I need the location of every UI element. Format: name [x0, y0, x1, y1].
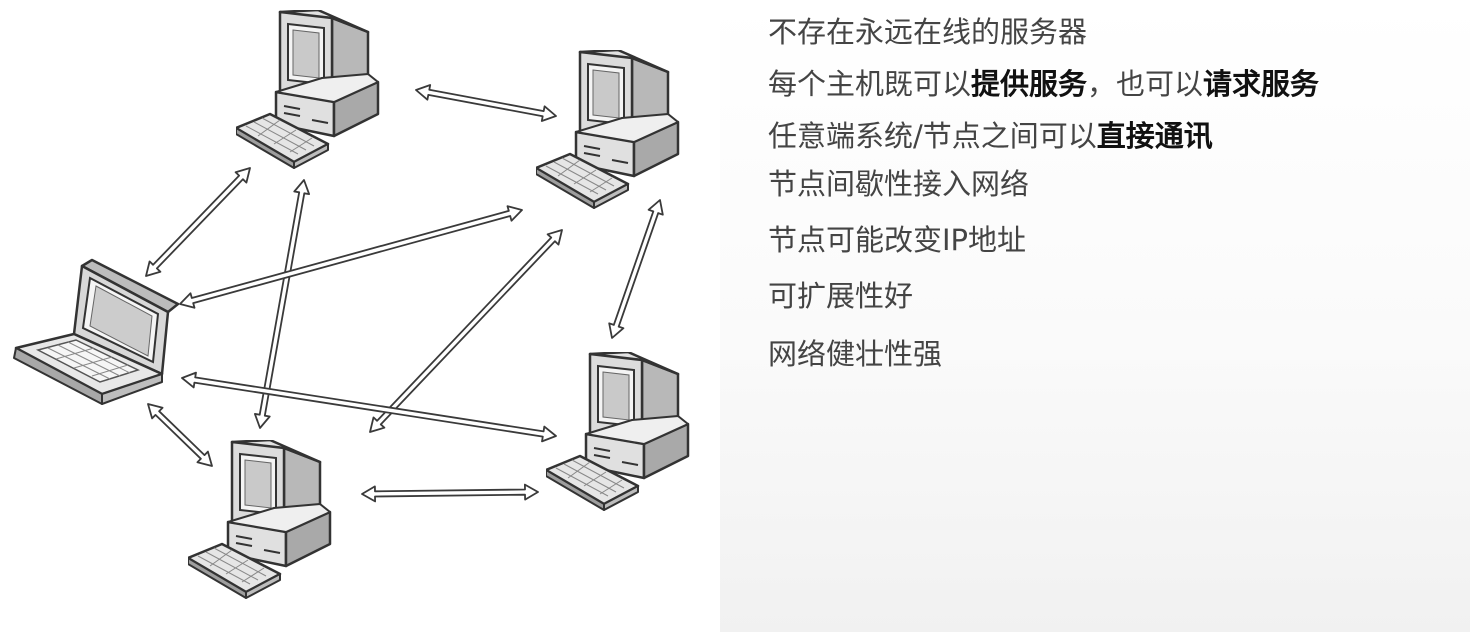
- feature-item: 可扩展性好: [768, 276, 913, 316]
- link-arrow-desktop-top-desktop-bottom: [253, 179, 311, 429]
- link-arrow-desktop-top-desktop-right-top: [415, 84, 557, 122]
- laptop-icon-laptop-left: [12, 258, 180, 406]
- feature-text: 每个主机既可以: [768, 67, 972, 101]
- link-arrow-laptop-left-desktop-right-bottom: [181, 371, 557, 443]
- feature-text: 节点可能改变IP地址: [768, 223, 1027, 257]
- desktop-icon-desktop-top: [236, 10, 380, 170]
- feature-item: 节点间歇性接入网络: [768, 164, 1029, 204]
- feature-emphasis: 请求服务: [1203, 67, 1320, 101]
- feature-item: 网络健壮性强: [768, 334, 942, 374]
- feature-item: 每个主机既可以提供服务，也可以请求服务: [768, 64, 1319, 104]
- feature-text: 不存在永远在线的服务器: [768, 15, 1088, 49]
- feature-emphasis: 提供服务: [971, 67, 1088, 101]
- feature-text: ，也可以: [1087, 67, 1204, 101]
- feature-text: 网络健壮性强: [768, 337, 943, 371]
- feature-item: 不存在永远在线的服务器: [768, 12, 1087, 52]
- link-arrow-desktop-right-top-desktop-right-bottom: [608, 199, 664, 339]
- feature-item: 任意端系统/节点之间可以直接通讯: [768, 116, 1213, 156]
- link-arrow-desktop-top-laptop-left: [145, 167, 251, 277]
- desktop-icon-desktop-right-bottom: [546, 352, 690, 512]
- feature-emphasis: 直接通讯: [1096, 119, 1213, 153]
- p2p-network-diagram: [0, 0, 720, 632]
- link-arrow-laptop-left-desktop-bottom: [147, 403, 213, 467]
- feature-item: 节点可能改变IP地址: [768, 220, 1026, 260]
- desktop-icon-desktop-right-top: [536, 50, 680, 210]
- feature-text: 可扩展性好: [768, 279, 914, 313]
- feature-text: 任意端系统/节点之间可以: [768, 119, 1097, 153]
- link-arrow-laptop-left-desktop-right-top: [179, 205, 523, 309]
- link-arrow-desktop-bottom-desktop-right-bottom: [361, 483, 539, 503]
- feature-text: 节点间歇性接入网络: [768, 167, 1030, 201]
- link-arrow-desktop-bottom-desktop-right-top: [369, 229, 563, 433]
